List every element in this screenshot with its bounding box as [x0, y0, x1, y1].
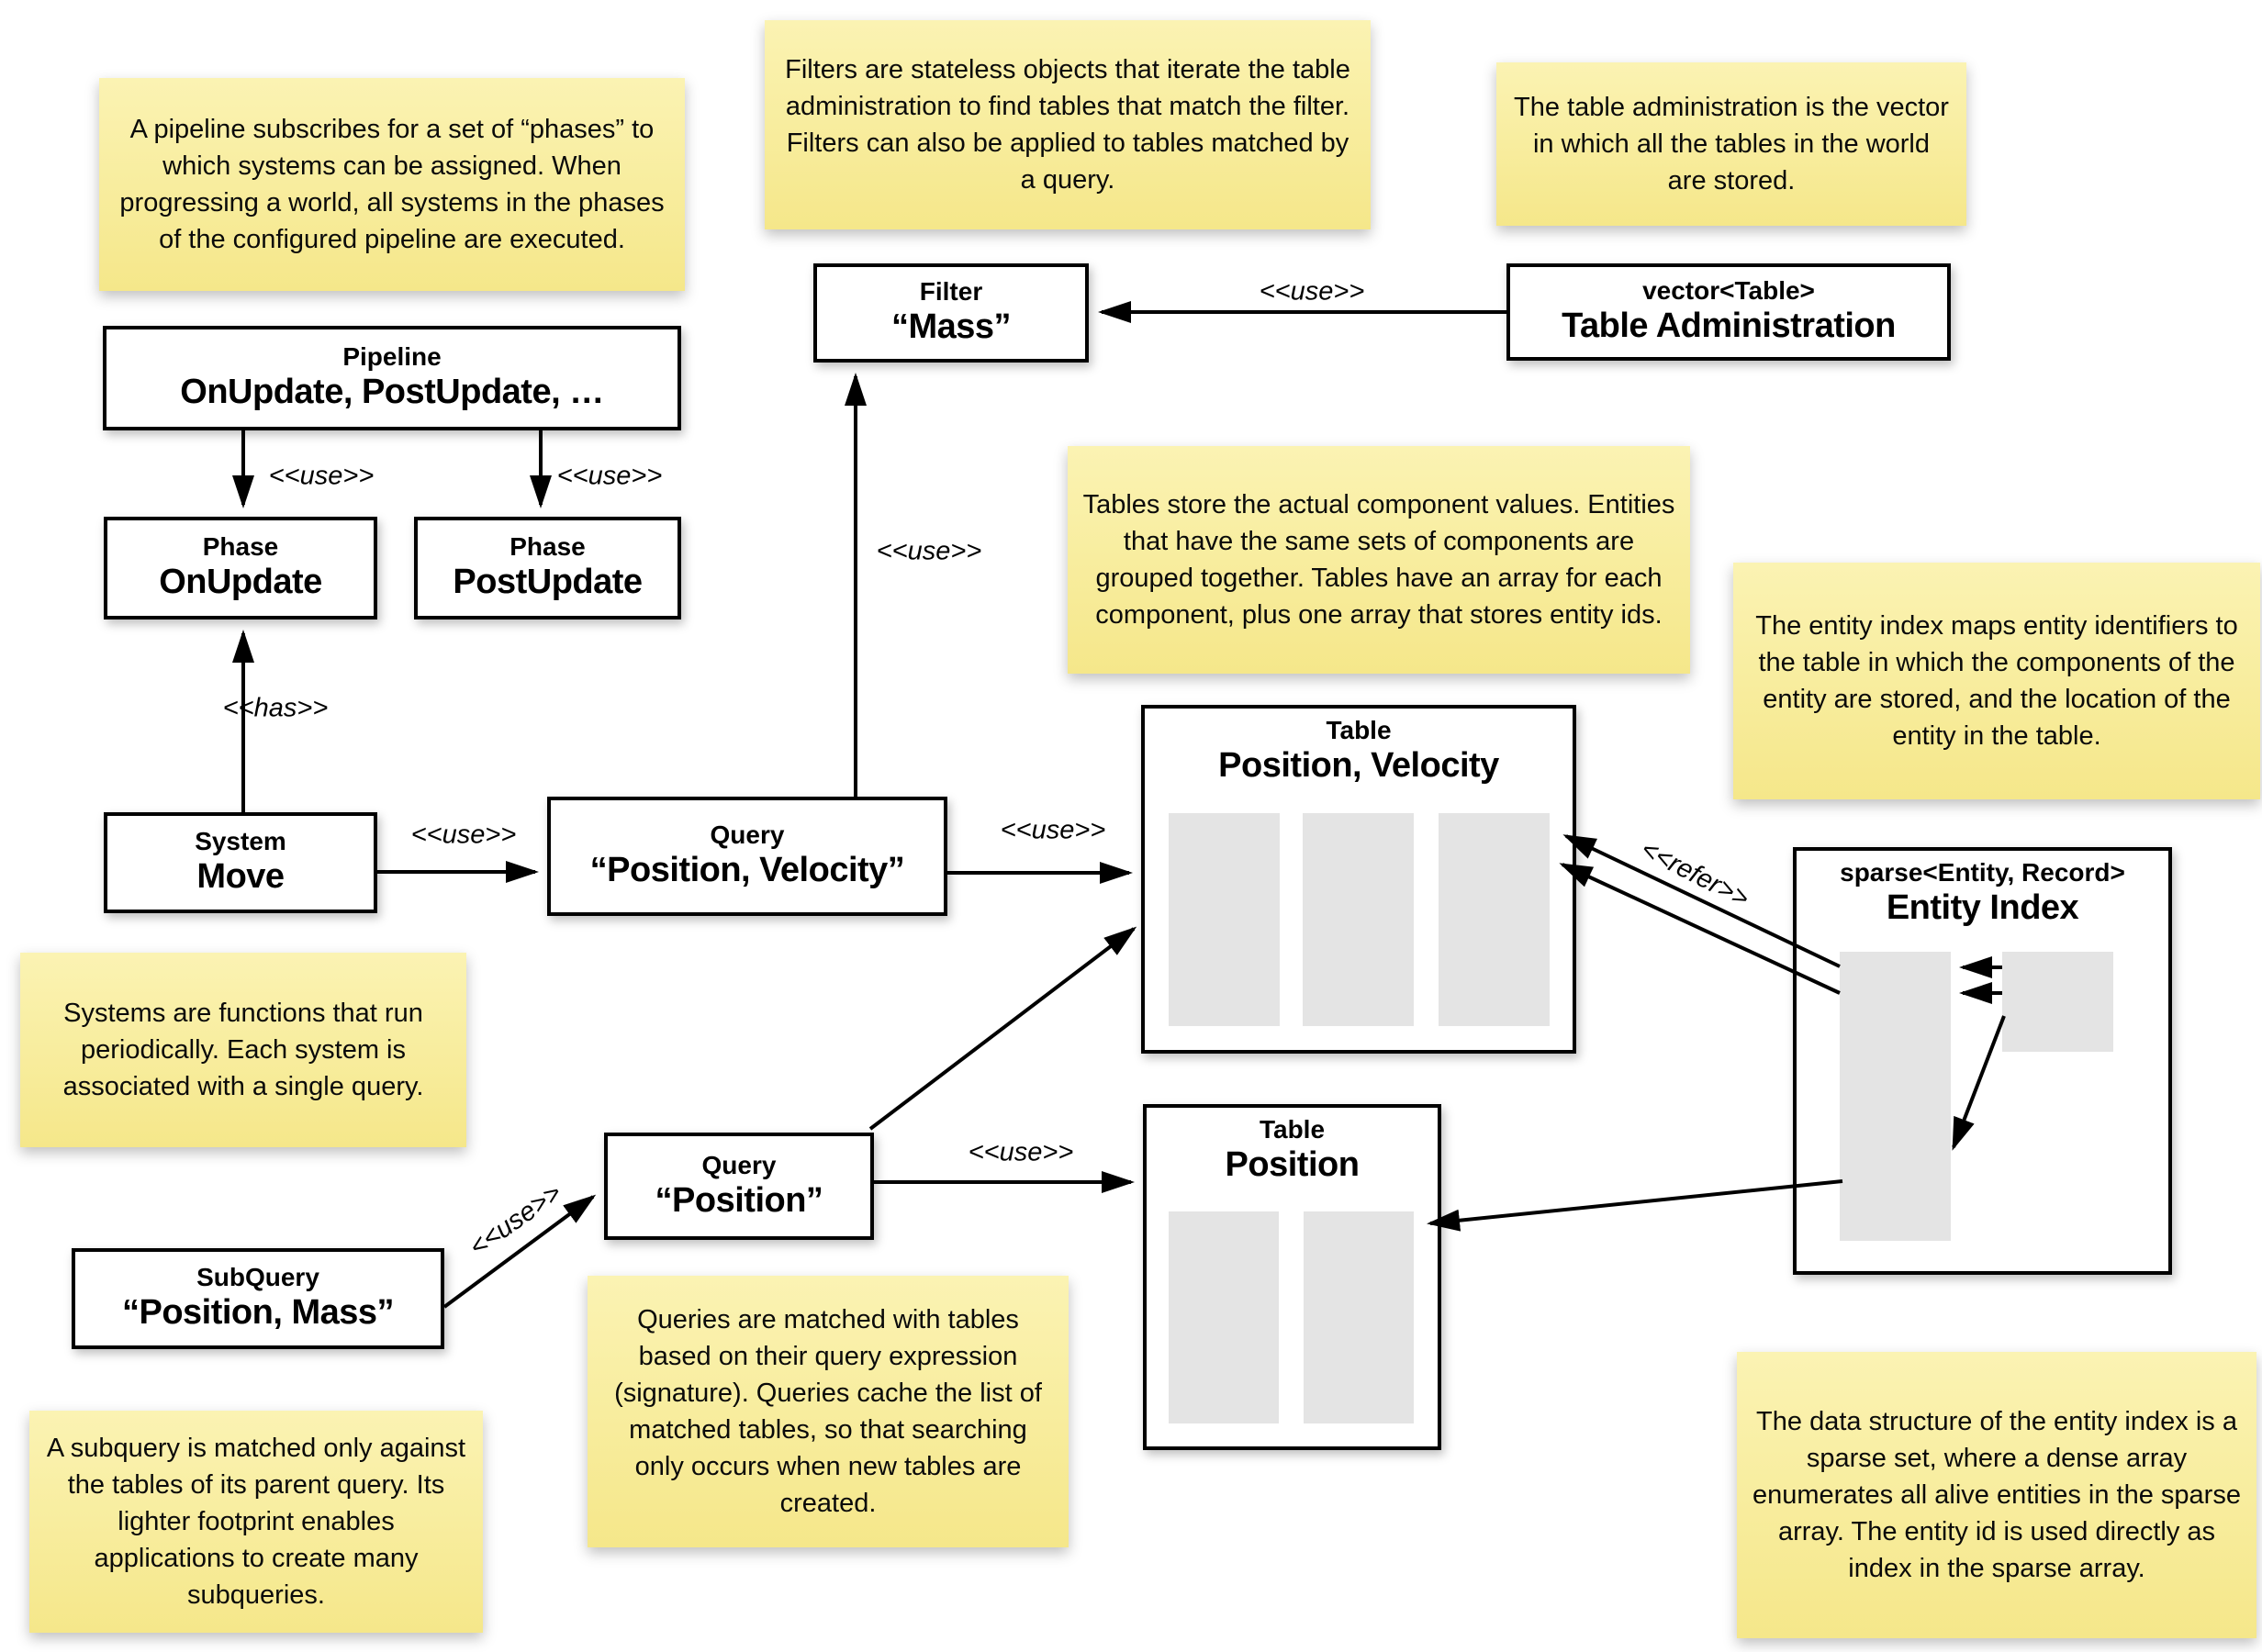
component-array-placeholder	[1303, 813, 1414, 1026]
box-value: OnUpdate	[159, 563, 322, 602]
box-subquery: SubQuery “Position, Mass”	[72, 1248, 444, 1349]
component-array-placeholder	[1169, 1211, 1279, 1423]
box-query-position-velocity: Query “Position, Velocity”	[547, 797, 947, 916]
edge-label-has: <<has>>	[222, 693, 329, 723]
box-value: Position, Velocity	[1218, 746, 1499, 786]
box-title: Query	[710, 820, 785, 850]
note-queries: Queries are matched with tables based on…	[588, 1276, 1069, 1547]
box-entity-index: sparse<Entity, Record> Entity Index	[1793, 847, 2172, 1275]
box-title: Filter	[919, 277, 983, 307]
box-title: Phase	[202, 532, 279, 562]
edge-label-refer: <<refer>>	[1636, 834, 1754, 914]
note-text: The data structure of the entity index i…	[1752, 1406, 2241, 1584]
box-phase-postupdate: Phase PostUpdate	[414, 517, 681, 620]
box-value: Move	[196, 857, 285, 897]
box-filter-mass: Filter “Mass”	[813, 263, 1089, 363]
note-text: The entity index maps entity identifiers…	[1755, 610, 2238, 752]
note-tables: Tables store the actual component values…	[1068, 446, 1690, 674]
edge-label-use: <<use>>	[1259, 276, 1365, 307]
edge-label-use: <<use>>	[968, 1137, 1074, 1167]
edge-label-use: <<use>>	[268, 461, 375, 491]
note-text: Filters are stateless objects that itera…	[785, 54, 1350, 195]
note-table-administration: The table administration is the vector i…	[1496, 62, 1966, 226]
note-pipeline: A pipeline subscribes for a set of “phas…	[99, 78, 685, 291]
box-value: PostUpdate	[453, 563, 643, 602]
box-value: “Mass”	[890, 307, 1012, 347]
box-title: Query	[701, 1150, 777, 1179]
box-phase-onupdate: Phase OnUpdate	[104, 517, 377, 620]
edge-label-use: <<use>>	[876, 536, 982, 566]
note-text: Systems are functions that run periodica…	[62, 998, 424, 1101]
component-array-placeholder	[1169, 813, 1280, 1026]
box-title: SubQuery	[196, 1263, 319, 1292]
box-system-move: System Move	[104, 812, 377, 913]
box-pipeline: Pipeline OnUpdate, PostUpdate, …	[103, 326, 681, 430]
edge-label-use: <<use>>	[410, 820, 517, 850]
box-value: OnUpdate, PostUpdate, …	[180, 373, 604, 412]
note-filters: Filters are stateless objects that itera…	[765, 20, 1371, 229]
edge-label-use: <<use>>	[464, 1178, 567, 1263]
note-text: A pipeline subscribes for a set of “phas…	[119, 114, 665, 255]
note-sparse-set: The data structure of the entity index i…	[1737, 1352, 2256, 1638]
note-subquery: A subquery is matched only against the t…	[29, 1411, 483, 1633]
box-value: “Position, Mass”	[121, 1293, 395, 1333]
note-text: Queries are matched with tables based on…	[614, 1304, 1042, 1519]
box-title: Table	[1326, 716, 1392, 744]
note-entity-index: The entity index maps entity identifiers…	[1733, 563, 2260, 799]
box-value: Table Administration	[1562, 307, 1896, 346]
box-value: “Position”	[655, 1180, 823, 1220]
box-title: System	[195, 827, 286, 856]
box-table-administration: vector<Table> Table Administration	[1506, 263, 1951, 361]
box-title: Table	[1259, 1115, 1326, 1144]
box-value: Entity Index	[1886, 888, 2079, 928]
box-title: Phase	[510, 532, 586, 562]
arrow-entityindex-to-table-position	[1427, 1179, 1843, 1232]
note-text: The table administration is the vector i…	[1514, 92, 1949, 195]
box-title: Pipeline	[342, 342, 442, 372]
edge-label-use: <<use>>	[556, 461, 663, 491]
component-array-placeholder	[1439, 813, 1550, 1026]
box-value: “Position, Velocity”	[589, 851, 905, 890]
note-systems: Systems are functions that run periodica…	[20, 953, 466, 1147]
note-text: Tables store the actual component values…	[1082, 489, 1675, 631]
box-query-position: Query “Position”	[604, 1133, 874, 1240]
box-title: sparse<Entity, Record>	[1840, 858, 2125, 887]
edge-label-use: <<use>>	[1000, 815, 1106, 845]
box-title: vector<Table>	[1642, 276, 1815, 306]
note-text: A subquery is matched only against the t…	[46, 1433, 466, 1611]
box-table-position: Table Position	[1143, 1104, 1441, 1450]
sparse-array-placeholder	[1840, 952, 1951, 1241]
dense-array-placeholder	[2002, 952, 2113, 1052]
arrow-query-position-to-table-pv	[868, 926, 1137, 1131]
box-table-position-velocity: Table Position, Velocity	[1141, 705, 1576, 1054]
box-value: Position	[1225, 1145, 1360, 1185]
component-array-placeholder	[1304, 1211, 1414, 1423]
